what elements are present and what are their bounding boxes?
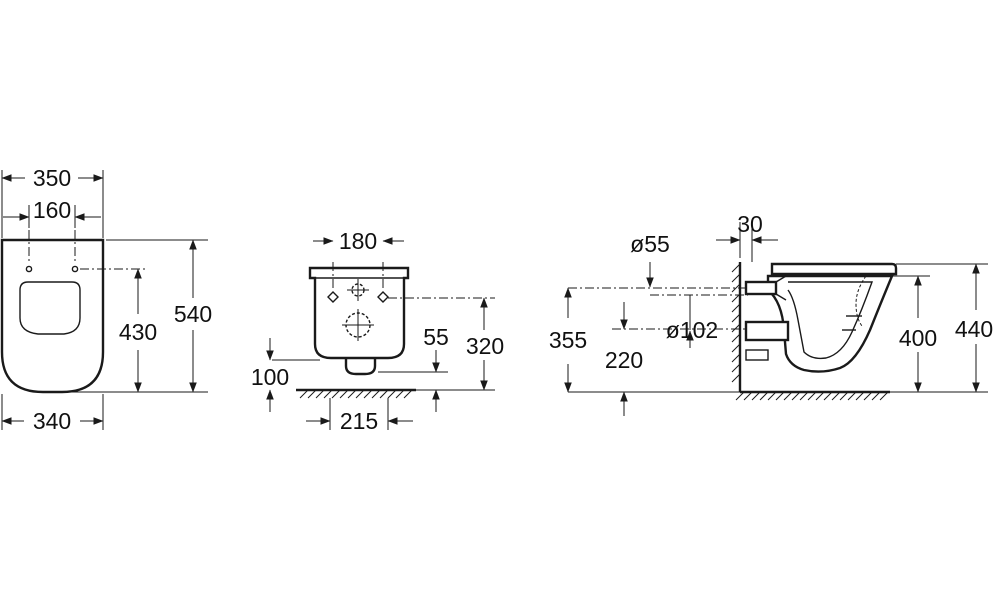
fixing-symbol-right [377, 291, 389, 303]
fixing-symbol-left [327, 291, 339, 303]
label-540: 540 [174, 301, 212, 327]
dimension-d55: ø55 [630, 231, 670, 288]
dimension-400: 400 [899, 275, 937, 393]
dimension-100: 100 [251, 338, 289, 412]
label-55: 55 [423, 324, 449, 350]
label-180: 180 [339, 228, 377, 254]
dimension-180: 180 [313, 228, 404, 254]
dimension-220: 220 [605, 302, 643, 416]
dimension-320: 320 [466, 297, 504, 391]
dimension-160: 160 [3, 197, 101, 223]
seat-lid [770, 262, 898, 276]
dimension-d102: ø102 [666, 317, 718, 348]
label-d55: ø55 [630, 231, 670, 257]
dimension-55: 55 [423, 324, 449, 412]
label-400: 400 [899, 325, 937, 351]
dimension-30: 30 [716, 211, 778, 244]
label-440: 440 [955, 316, 993, 342]
front-view-outline [0, 238, 105, 394]
label-100: 100 [251, 364, 289, 390]
outlet-spigot [344, 358, 377, 376]
dimension-430: 430 [119, 268, 157, 393]
inlet-pipe [744, 280, 778, 296]
label-320: 320 [466, 333, 504, 359]
wall-hatch [731, 263, 741, 383]
label-355: 355 [549, 327, 587, 353]
dimension-215: 215 [306, 408, 413, 434]
dimension-540: 540 [174, 239, 212, 393]
label-430: 430 [119, 319, 157, 345]
section-view: 30 ø55 ø102 355 220 400 [549, 211, 993, 416]
fixing-hole-left [25, 265, 33, 273]
seat-opening [19, 281, 81, 335]
dimension-340: 340 [1, 408, 104, 434]
bowl-inner [787, 281, 873, 360]
side-view-body [308, 266, 410, 360]
front-view: 350 160 340 430 540 [0, 165, 212, 434]
section-floor-hatch [735, 391, 889, 401]
label-30: 30 [737, 211, 763, 237]
fixing-hole-right [71, 265, 79, 273]
outlet-pipe [744, 320, 790, 342]
label-215: 215 [340, 408, 378, 434]
dimension-350: 350 [1, 165, 104, 191]
dimension-355: 355 [549, 287, 587, 393]
side-view: 180 100 55 320 215 [251, 228, 504, 434]
label-220: 220 [605, 347, 643, 373]
dimension-440: 440 [955, 263, 993, 393]
seat-hinge-dashed [855, 275, 867, 327]
label-160: 160 [33, 197, 71, 223]
label-340: 340 [33, 408, 71, 434]
label-d102: ø102 [666, 317, 718, 343]
label-350: 350 [33, 165, 71, 191]
side-floor-hatch [299, 389, 413, 399]
